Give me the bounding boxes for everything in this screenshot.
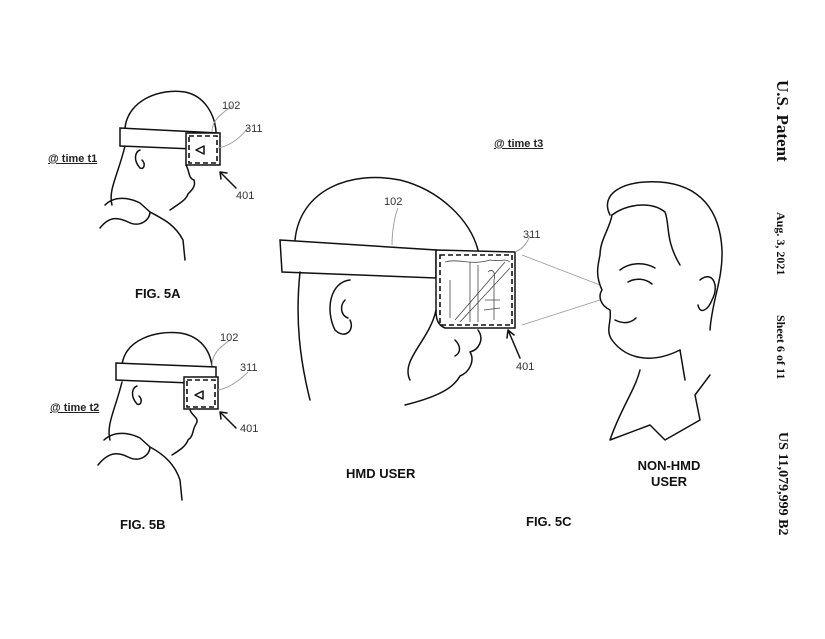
fig5a-hmd-user-drawing bbox=[99, 90, 249, 261]
fig5c-hmd-user-drawing bbox=[279, 176, 601, 406]
fig5c-non-hmd-user-drawing bbox=[596, 181, 723, 441]
fig5b-ref-401: 401 bbox=[240, 423, 259, 435]
fig5c-ref-401: 401 bbox=[516, 361, 535, 373]
fig5a-time-label: @ time t1 bbox=[48, 153, 98, 165]
fig5a-ref-102: 102 bbox=[222, 100, 241, 112]
non-hmd-user-caption-line2: USER bbox=[650, 474, 688, 489]
fig5b-ref-102: 102 bbox=[220, 332, 239, 344]
fig5b-label: FIG. 5B bbox=[120, 517, 166, 532]
fig5c-label: FIG. 5C bbox=[526, 514, 572, 529]
fig5a-label: FIG. 5A bbox=[135, 286, 181, 301]
hmd-user-caption: HMD USER bbox=[346, 466, 416, 481]
fig5c-ref-102: 102 bbox=[384, 196, 403, 208]
non-hmd-user-caption-line1: NON-HMD bbox=[637, 458, 701, 473]
fig5b-ref-311: 311 bbox=[240, 362, 258, 374]
patent-number: US 11,079,999 B2 bbox=[775, 432, 790, 536]
fig5c-time-label: @ time t3 bbox=[494, 138, 544, 150]
patent-sheet: Sheet 6 of 11 bbox=[774, 315, 788, 380]
fig5c-ref-311: 311 bbox=[523, 229, 541, 241]
fig5a-ref-401: 401 bbox=[236, 190, 255, 202]
fig5a-ref-311: 311 bbox=[245, 123, 263, 135]
patent-title: U.S. Patent bbox=[773, 80, 792, 162]
patent-date: Aug. 3, 2021 bbox=[774, 212, 788, 276]
fig5b-hmd-user-drawing bbox=[97, 331, 249, 501]
fig5b-time-label: @ time t2 bbox=[50, 402, 100, 414]
patent-header-strip: U.S. Patent Aug. 3, 2021 Sheet 6 of 11 U… bbox=[740, 0, 800, 639]
